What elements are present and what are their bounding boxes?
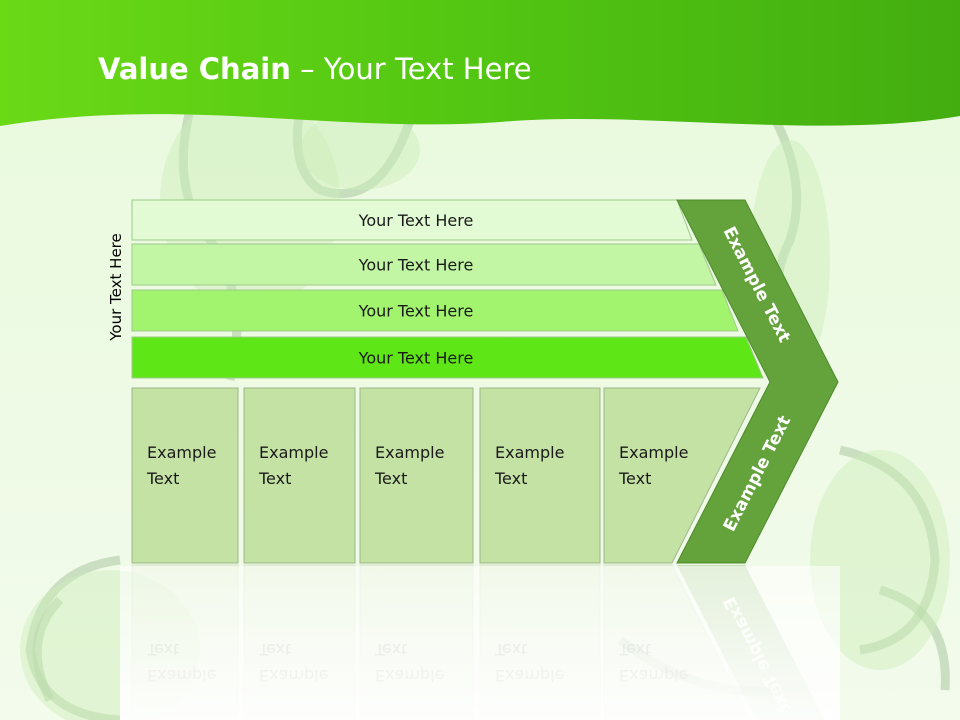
activity-column (243, 387, 356, 564)
header-band (0, 0, 960, 126)
title-bold: Value Chain (98, 52, 291, 86)
process-bar-label: Your Text Here (358, 211, 474, 230)
activity-column-line1: Example (259, 443, 328, 462)
activity-column-line2: Text (146, 469, 179, 488)
activity-column-line1: Example (619, 443, 688, 462)
margin-chevron (676, 199, 839, 564)
process-bar (131, 289, 739, 332)
activity-column (359, 387, 474, 564)
process-bar-label: Your Text Here (358, 349, 474, 368)
activity-column (131, 387, 239, 564)
reflection-fade (120, 566, 840, 720)
activity-column (479, 387, 601, 564)
title-rest: – Your Text Here (290, 52, 532, 86)
side-label: Your Text Here (107, 233, 125, 341)
activity-column-line1: Example (495, 443, 564, 462)
process-bar (131, 336, 764, 379)
activity-column-line2: Text (494, 469, 527, 488)
activity-column (603, 387, 761, 564)
activity-column-line1: Example (375, 443, 444, 462)
activity-column-line2: Text (618, 469, 651, 488)
activity-column-line1: Example (147, 443, 216, 462)
activity-column-line2: Text (258, 469, 291, 488)
process-bar-label: Your Text Here (358, 302, 474, 321)
process-bar (131, 243, 717, 286)
activity-column-line2: Text (374, 469, 407, 488)
page-title: Value Chain – Your Text Here (98, 52, 532, 86)
process-bar (131, 199, 693, 241)
process-bar-label: Your Text Here (358, 256, 474, 275)
